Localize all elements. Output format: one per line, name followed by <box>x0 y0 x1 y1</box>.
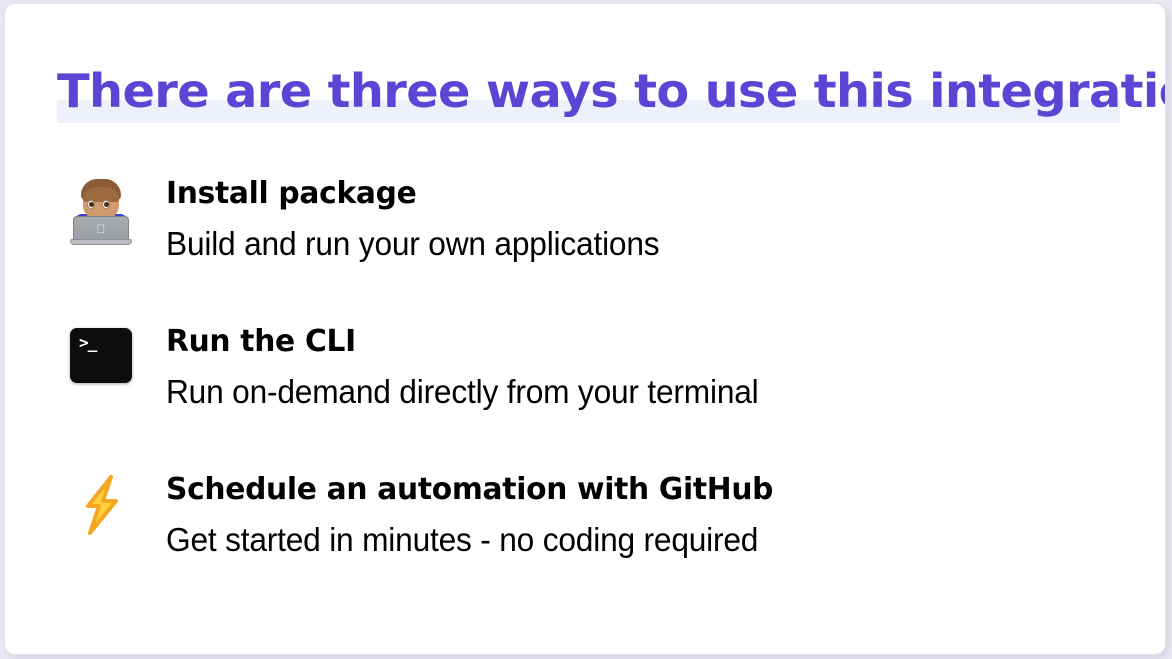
technologist-emoji:  <box>67 178 135 248</box>
terminal-icon: >_ <box>67 326 135 396</box>
option-row-run-cli[interactable]: >_ Run the CLI Run on-demand directly fr… <box>5 320 1165 468</box>
option-text-install-package: Install package Build and run your own a… <box>166 172 1145 272</box>
page-title: There are three ways to use this integra… <box>57 64 1166 118</box>
title-highlight-band <box>57 100 1120 123</box>
option-heading: Install package <box>166 176 417 211</box>
technologist-hair <box>81 179 121 202</box>
option-subtext: Get started in minutes - no coding requi… <box>166 521 759 558</box>
terminal-icon-art: >_ <box>70 328 132 383</box>
technologist-eye-right <box>102 200 110 209</box>
page-title-block: There are three ways to use this integra… <box>57 56 1165 128</box>
lightning-bolt-svg <box>86 475 118 535</box>
technologist-eye-left <box>87 200 95 209</box>
apple-logo-icon:  <box>96 223 106 235</box>
option-row-schedule-automation[interactable]: Schedule an automation with GitHub Get s… <box>5 468 1165 616</box>
option-heading: Run the CLI <box>166 324 356 359</box>
content-card: There are three ways to use this integra… <box>4 3 1166 655</box>
option-heading: Schedule an automation with GitHub <box>166 472 774 507</box>
lightning-bolt-icon <box>67 474 135 544</box>
lightning-bolt-icon-art <box>73 474 129 536</box>
options-list:  Install package Build and run your own… <box>5 172 1165 616</box>
option-text-schedule-automation: Schedule an automation with GitHub Get s… <box>166 468 1145 568</box>
option-subtext: Build and run your own applications <box>166 225 660 262</box>
option-row-install-package[interactable]:  Install package Build and run your own… <box>5 172 1165 320</box>
option-subtext: Run on-demand directly from your termina… <box>166 373 759 410</box>
laptop-screen <box>73 216 129 241</box>
technologist-emoji-art:  <box>70 178 132 245</box>
option-text-run-cli: Run the CLI Run on-demand directly from … <box>166 320 1145 420</box>
terminal-prompt-glyph: >_ <box>79 333 97 352</box>
laptop-base <box>70 239 132 245</box>
